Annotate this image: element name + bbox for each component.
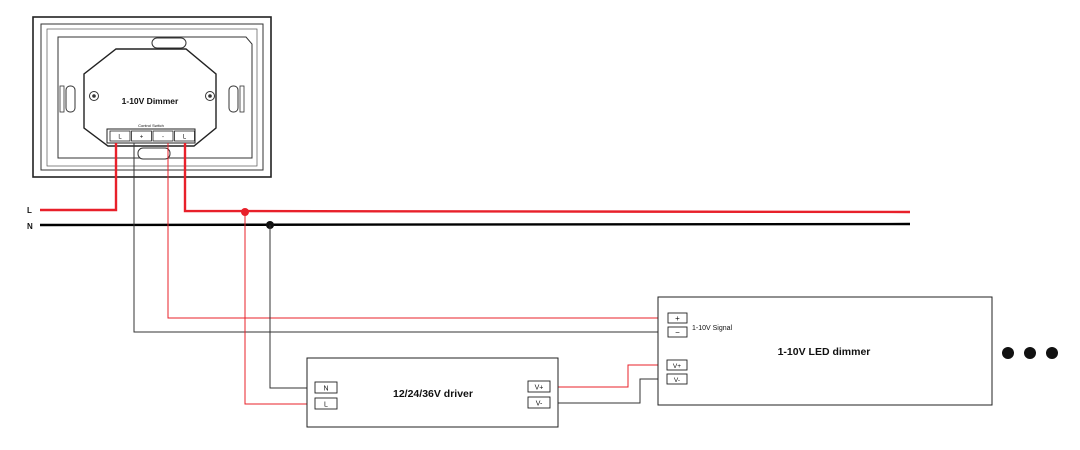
mount-notch-left bbox=[59, 85, 65, 113]
screw-icon bbox=[89, 91, 99, 101]
live-line-label: L bbox=[27, 206, 32, 215]
driver-input-l: L bbox=[314, 397, 338, 410]
led-dimmer-box bbox=[657, 296, 993, 406]
dimmer-terminal-label: L bbox=[183, 135, 187, 141]
power-vminus-label: V- bbox=[674, 377, 680, 384]
power-vplus-terminal: V+ bbox=[666, 359, 688, 371]
mount-slot-bottom bbox=[137, 147, 171, 160]
dimmer-mounting-plate bbox=[57, 36, 253, 159]
signal-minus-terminal: − bbox=[667, 326, 688, 338]
mount-slot-left bbox=[65, 85, 76, 113]
dimmer-module-body bbox=[83, 48, 217, 147]
neutral-line-label: N bbox=[27, 222, 33, 231]
signal-label: 1-10V Signal bbox=[692, 325, 733, 332]
driver-input-n: N bbox=[314, 381, 338, 394]
mount-notch-right bbox=[239, 85, 245, 113]
screw-icon bbox=[205, 91, 215, 101]
signal-minus-wire bbox=[133, 143, 668, 333]
ellipsis-dot bbox=[1046, 347, 1058, 359]
dimmer-title: 1-10V Dimmer bbox=[122, 96, 179, 106]
live-mains-wire bbox=[40, 143, 118, 212]
wall-dimmer: 1-10V Dimmer Control Switch L + - L bbox=[32, 16, 272, 178]
driver-output-vplus-label: V+ bbox=[535, 385, 544, 392]
driver-box bbox=[306, 357, 559, 428]
vminus-output-wire bbox=[549, 378, 667, 404]
driver-output-vminus-label: V- bbox=[536, 401, 543, 408]
driver-output-vminus: V- bbox=[527, 396, 551, 409]
power-vminus-terminal: V- bbox=[666, 373, 688, 385]
driver-output-vplus: V+ bbox=[527, 380, 551, 393]
signal-plus-label: + bbox=[675, 314, 680, 323]
signal-plus-wire bbox=[167, 143, 668, 319]
ellipsis-dot bbox=[1024, 347, 1036, 359]
ellipsis-dot bbox=[1002, 347, 1014, 359]
driver-title: 12/24/36V driver bbox=[393, 388, 473, 400]
dimmer-terminal: L bbox=[174, 130, 195, 142]
continuation-dots bbox=[1002, 347, 1058, 359]
signal-plus-terminal: + bbox=[667, 312, 688, 324]
live-out-wire bbox=[183, 143, 911, 214]
dimmer-terminal: + bbox=[131, 130, 152, 142]
led-dimmer-title: 1-10V LED dimmer bbox=[778, 346, 871, 358]
driver-neutral-feed bbox=[269, 225, 315, 389]
dimmer-frame bbox=[40, 23, 264, 171]
dimmer-terminal-label: - bbox=[162, 135, 164, 141]
dimmer-terminal: L bbox=[109, 130, 131, 142]
vplus-output-wire bbox=[549, 364, 667, 388]
dimmer-terminal-label: L bbox=[118, 135, 122, 141]
neutral-mains-wire bbox=[39, 222, 911, 227]
led-driver: 12/24/36V driver N L V+ V- bbox=[306, 357, 559, 428]
driver-live-feed bbox=[244, 212, 315, 405]
driver-input-l-label: L bbox=[324, 402, 328, 409]
terminal-header: Control Switch bbox=[138, 123, 164, 128]
mount-slot-top bbox=[151, 37, 187, 49]
dimmer-terminals: L + - L bbox=[109, 130, 195, 142]
driver-input-n-label: N bbox=[323, 386, 328, 393]
signal-minus-label: − bbox=[675, 328, 680, 337]
dimmer-terminal: - bbox=[152, 130, 174, 142]
dimmer-terminal-label: + bbox=[140, 135, 144, 141]
mount-slot-right bbox=[228, 85, 239, 113]
power-vplus-label: V+ bbox=[673, 363, 681, 370]
dimmer-frame-inner bbox=[46, 28, 258, 167]
led-dimmer: 1-10V LED dimmer 1-10V Signal + − V+ V- bbox=[657, 296, 993, 406]
